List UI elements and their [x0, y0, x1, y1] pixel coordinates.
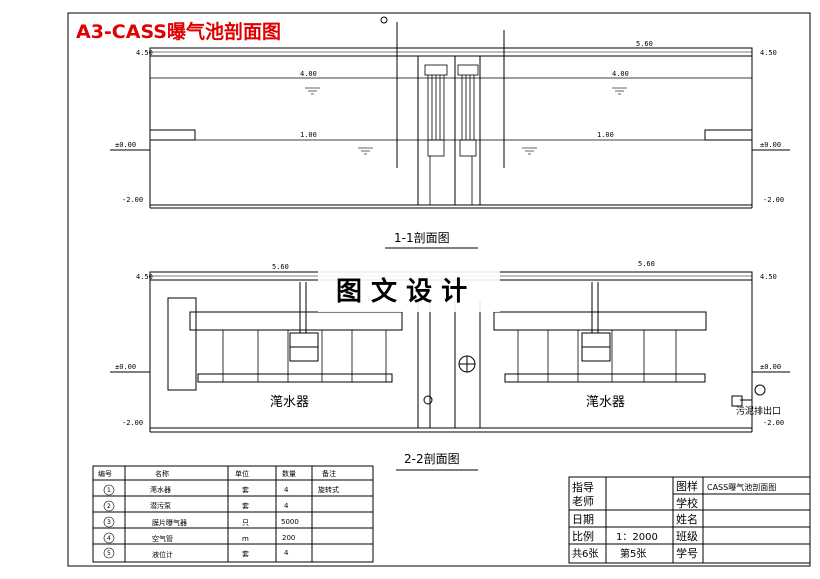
scale-value: 1：2000 — [616, 532, 658, 543]
table-header-qty: 数量 — [282, 469, 296, 478]
decanter-label-left: 滗水器 — [270, 395, 309, 410]
svg-text:200: 200 — [282, 534, 295, 542]
table-row: 2 潜污泵 套 4 — [103, 500, 289, 512]
student-no-label: 学号 — [676, 546, 698, 560]
elev-top-right-2: 4.50 — [760, 273, 777, 281]
svg-text:旋转式: 旋转式 — [318, 485, 339, 494]
svg-text:空气管: 空气管 — [152, 534, 173, 543]
svg-text:4: 4 — [284, 486, 289, 494]
svg-text:套: 套 — [242, 485, 249, 494]
section-1-title: 1-1剖面图 — [394, 231, 450, 245]
decanter-beam-left — [189, 311, 403, 331]
svg-text:5000: 5000 — [281, 518, 299, 526]
aeration-pipes-left — [222, 330, 387, 382]
drawing-value: CASS曝气池剖面图 — [707, 482, 776, 492]
decanter-base-left — [197, 373, 393, 383]
table-header-name: 名称 — [155, 469, 169, 478]
table-row: 4 空气管 m 200 — [103, 532, 295, 544]
elev-water-low-right-1: 1.00 — [597, 131, 614, 139]
table-header-note: 备注 — [322, 469, 336, 478]
sludge-outlet-circle — [754, 384, 766, 396]
elev-top-left-2: 4.50 — [136, 273, 153, 281]
elev-water-high-right-1: 4.00 — [612, 70, 629, 78]
advisor-label-2: 老师 — [572, 495, 594, 508]
elev-top-mid-1: 5.60 — [636, 40, 653, 48]
elev-ground-right-2: ±0.00 — [760, 363, 781, 371]
svg-text:液位计: 液位计 — [152, 550, 173, 559]
sheets-total: 共6张 — [572, 548, 598, 560]
svg-text:4: 4 — [284, 549, 289, 557]
baffle-left-1 — [149, 129, 196, 141]
decanter-beam-right — [493, 311, 707, 331]
elev-top-left-1: 4.50 — [136, 49, 153, 57]
watermark-bg — [318, 270, 500, 312]
svg-text:m: m — [242, 535, 249, 543]
name-label: 姓名 — [676, 512, 698, 526]
svg-text:3: 3 — [107, 519, 111, 526]
section-2-2 — [110, 271, 790, 433]
class-label: 班级 — [676, 530, 698, 543]
date-label: 日期 — [572, 513, 594, 526]
drawing-border — [67, 12, 811, 567]
svg-text:滗水器: 滗水器 — [150, 485, 171, 494]
watermark: 图 文 设 计 — [336, 276, 467, 307]
school-label: 学校 — [676, 496, 698, 510]
decanter-label-right: 滗水器 — [586, 395, 625, 410]
advisor-label: 指导 — [572, 480, 594, 494]
sheet-number: 第5张 — [620, 547, 646, 560]
elev-top-mid-left-2: 5.60 — [272, 263, 289, 271]
equipment-table — [92, 465, 374, 563]
equipment-table-text: 编号 名称 单位 数量 备注 1 滗水器 套 4 旋转式 2 潜污泵 套 4 3… — [98, 469, 339, 559]
elev-bottom-left-1: -2.00 — [122, 196, 143, 204]
table-row: 5 液位计 套 4 — [103, 547, 289, 559]
elev-bottom-right-1: -2.00 — [763, 196, 784, 204]
svg-text:膜片曝气器: 膜片曝气器 — [152, 518, 187, 527]
scale-label: 比例 — [572, 529, 594, 543]
elev-ground-left-1: ±0.00 — [115, 141, 136, 149]
elev-bottom-right-2: -2.00 — [763, 419, 784, 427]
elev-top-right-1: 4.50 — [760, 49, 777, 57]
elev-top-mid-right-2: 5.60 — [638, 260, 655, 268]
pump-group-right-1 — [457, 64, 479, 205]
pump-group-left-1 — [424, 64, 448, 205]
drawing-label: 图样 — [676, 479, 698, 493]
table-header-no: 编号 — [98, 469, 112, 478]
svg-text:2: 2 — [107, 503, 111, 510]
svg-text:1: 1 — [107, 487, 111, 494]
svg-text:套: 套 — [242, 549, 249, 558]
elev-water-high-left-1: 4.00 — [300, 70, 317, 78]
elev-water-low-left-1: 1.00 — [300, 131, 317, 139]
decanter-base-right — [504, 373, 706, 383]
svg-text:套: 套 — [242, 501, 249, 510]
baffle-right-1 — [704, 129, 753, 141]
section-1-1 — [110, 16, 790, 209]
svg-text:4: 4 — [107, 535, 111, 542]
elev-bottom-left-2: -2.00 — [122, 419, 143, 427]
sludge-outlet-label: 污泥排出口 — [736, 405, 781, 417]
section-2-labels: 4.50 5.60 5.60 4.50 ±0.00 ±0.00 -2.00 -2… — [115, 260, 784, 427]
svg-text:潜污泵: 潜污泵 — [150, 501, 171, 510]
svg-text:4: 4 — [284, 502, 289, 510]
elev-ground-right-1: ±0.00 — [760, 141, 781, 149]
table-row: 1 滗水器 套 4 旋转式 — [103, 484, 339, 496]
water-marks-1 — [305, 87, 627, 155]
drawing-title: A3-CASS曝气池剖面图 — [76, 20, 281, 43]
table-row: 3 膜片曝气器 只 5000 — [103, 516, 299, 528]
title-block-text: 指导 老师 图样 CASS曝气池剖面图 学校 日期 姓名 比例 1：2000 班… — [572, 479, 776, 560]
section-2-title: 2-2剖面图 — [404, 452, 460, 466]
aeration-pipes-right — [517, 330, 677, 382]
elev-ground-left-2: ±0.00 — [115, 363, 136, 371]
svg-text:5: 5 — [107, 550, 111, 557]
title-block — [568, 476, 811, 564]
table-header-unit: 单位 — [235, 469, 249, 478]
svg-text:只: 只 — [242, 519, 249, 527]
section-1-labels: 4.50 5.60 4.50 4.00 4.00 1.00 1.00 ±0.00… — [115, 40, 784, 204]
